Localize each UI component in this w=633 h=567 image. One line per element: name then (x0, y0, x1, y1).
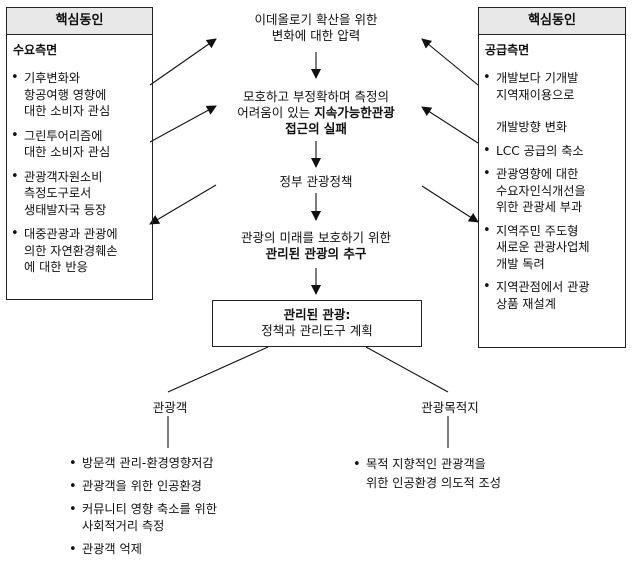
arrow-left-to-failure (149, 105, 217, 143)
right-panel-title: 핵심동인 (478, 7, 626, 35)
list-item: 관광객 억제 (68, 541, 308, 558)
branch-label-destination: 관광목적지 (421, 400, 479, 415)
list-item: LCC 공급의 축소 (482, 143, 625, 160)
left-panel-subtitle: 수요측면 (13, 43, 58, 57)
arrow-right-to-failure (421, 106, 479, 144)
arrow-left-to-pressure (149, 38, 217, 86)
policy-node: 정부 관광정책 (279, 174, 353, 189)
branch-label-tourist: 관광객 (152, 400, 188, 415)
right-panel-subtitle: 공급측면 (485, 43, 530, 57)
arrow-policy-to-left (149, 184, 217, 225)
list-item: 관광객을 위한 인공환경 (68, 478, 308, 495)
branch-line-tourist (167, 346, 269, 393)
failure-node: 모호하고 부정확하며 측정의 어려움이 있는 지속가능한관광 접근의 실패 (237, 89, 395, 136)
pursuit-node: 관광의 미래를 보호하기 위한 관리된 관광의 추구 (241, 230, 391, 261)
arrow-policy-to-right (421, 185, 479, 223)
left-panel-title: 핵심동인 (6, 7, 153, 35)
arrow-right-to-pressure (421, 38, 479, 86)
list-item: 방문객 관리-환경영향저감 (68, 455, 308, 472)
managed-tourism-box: 관리된 관광: 정책과 관리도구 계획 (212, 300, 422, 347)
managed-tourism-subtitle: 정책과 관리도구 계획 (261, 323, 373, 338)
branch-line-destination (365, 346, 449, 393)
managed-tourism-title: 관리된 관광: (283, 307, 351, 322)
tourist-measures-list: 방문객 관리-환경영향저감 관광객을 위한 인공환경 커뮤니티 영향 축소를 위… (68, 455, 308, 558)
pressure-node: 이데올로기 확산을 위한 변화에 대한 압력 (254, 12, 378, 43)
